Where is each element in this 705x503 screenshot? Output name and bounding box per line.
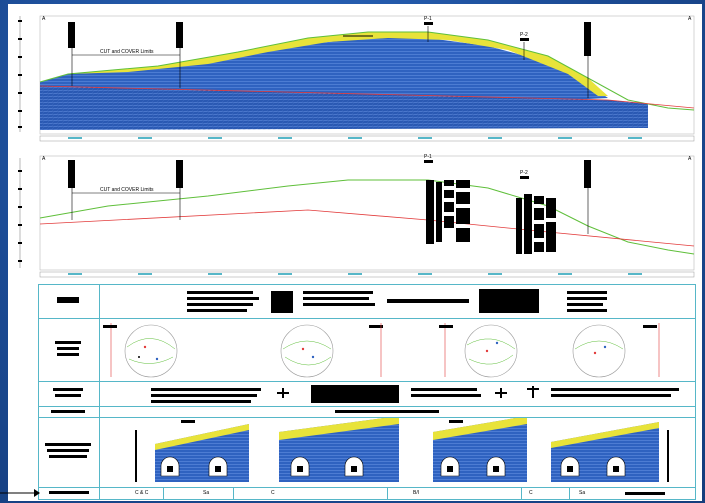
bottom-cell-2: Sa [203,490,210,496]
row-header-1 [57,297,79,303]
vertical-scale [18,158,22,268]
top-corner-right: A [688,16,692,22]
tunnel-section-3 [433,418,527,482]
row-header-4 [51,410,85,413]
tunnel-section-1 [135,420,249,482]
middle-shaft-label-2: P-2 [520,170,528,176]
middle-section-svg [18,155,695,278]
tunnel-section-4 [551,422,669,482]
top-section-svg [18,15,695,142]
tunnel-section-2 [279,418,399,482]
row-header-2 [55,341,81,344]
borehole-log-2 [516,194,556,254]
longitudinal-section-middle: A A CUT and COVER Limits P-1 P-2 [8,150,702,280]
vertical-scale [18,16,22,132]
borehole-markers [68,160,591,234]
bottom-cell-4: B/I [413,490,420,496]
drawing-sheet: A A CUT and COVER Limits P-1 P-2 [8,4,702,501]
tunnel-sections-row [135,418,669,482]
bottom-cell-1: C & C [135,490,149,496]
borehole-markers [68,22,591,98]
overburden-layer [68,32,608,96]
stereonet-1 [103,323,178,378]
arrow-marker-icon [0,489,40,497]
stereonet-4 [572,323,660,378]
stereonet-2 [280,323,383,378]
water-table-line [39,209,695,247]
bottom-cell-3: C [271,490,275,496]
middle-span-label: CUT and COVER Limits [100,187,154,193]
longitudinal-section-top: A A CUT and COVER Limits P-1 P-2 [8,8,702,142]
top-shaft-label-1: P-1 [424,16,432,22]
middle-corner-right: A [688,156,692,162]
row-header-3 [53,388,83,391]
water-table-line [39,85,695,109]
top-shaft-label-2: P-2 [520,32,528,38]
stereonet-3 [439,323,518,378]
properties-table: C & C Sa C B/I C Sa [38,284,696,500]
row-header-5 [45,443,91,446]
middle-shaft-label-1: P-1 [424,154,432,160]
bottom-cell-5: C [529,490,533,496]
top-span-label: CUT and COVER Limits [100,49,154,55]
stereonet-row [103,323,660,378]
middle-corner-left: A [42,156,46,162]
bottom-cell-6: Sa [579,490,586,496]
top-corner-left: A [42,16,46,22]
borehole-log-1 [426,180,470,244]
